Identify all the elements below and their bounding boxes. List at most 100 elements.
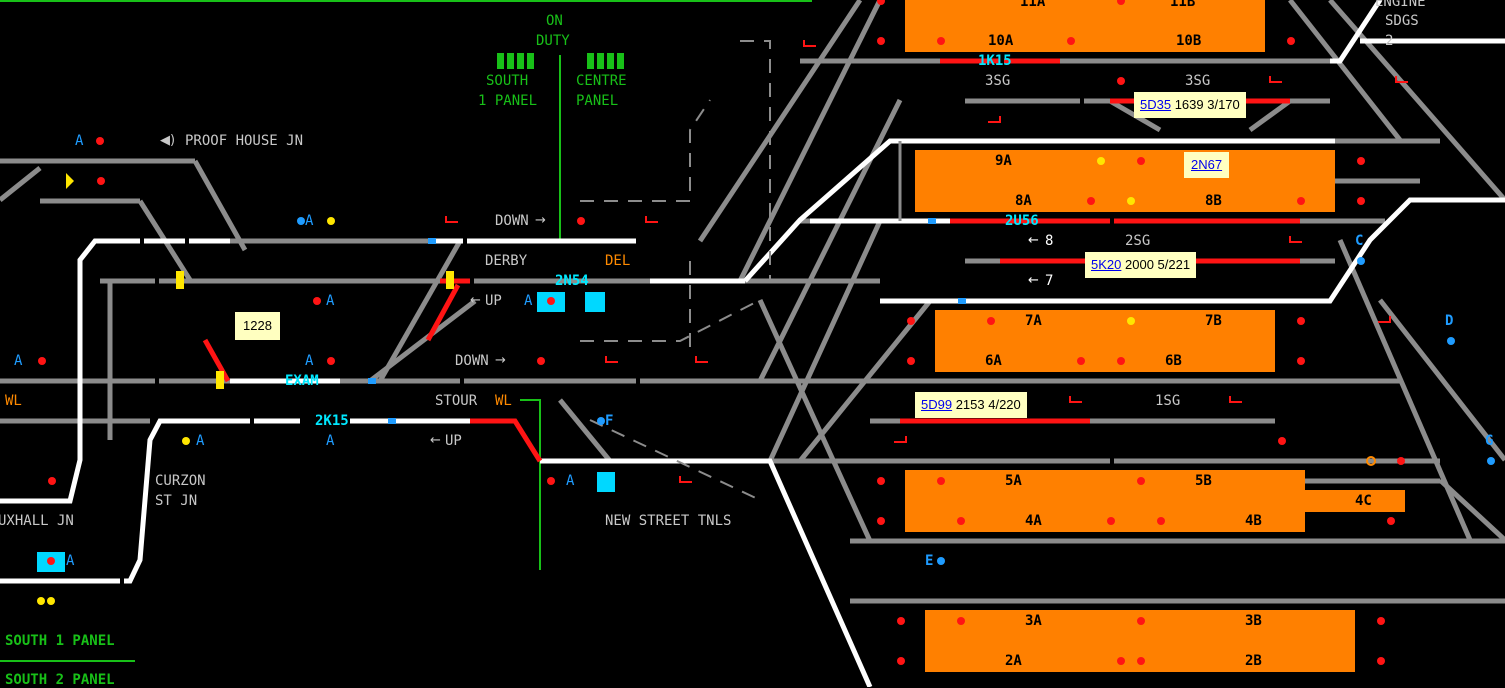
platform-label-3a: 3A <box>1025 613 1042 629</box>
train-berth-1k15[interactable]: 1K15 <box>978 53 1012 69</box>
centre-panel-line1: CENTRE <box>576 73 627 89</box>
platform-label-6b: 6B <box>1165 353 1182 369</box>
signal-a-proof-house: A <box>75 133 84 149</box>
platform-label-4a: 4A <box>1025 513 1042 529</box>
signal-f: F <box>605 413 614 429</box>
up-label-2: UP <box>445 433 462 449</box>
route-box[interactable] <box>585 292 605 312</box>
signal-e: E <box>925 553 934 569</box>
platform-11 <box>905 0 1265 12</box>
up-label-1: UP <box>485 293 502 309</box>
vauxhall-jn-label: UXHALL JN <box>0 513 74 529</box>
platform-label-8a: 8A <box>1015 193 1032 209</box>
south-1-panel-line2: 1 PANEL <box>478 93 538 109</box>
south-2-panel-link[interactable]: SOUTH 2 PANEL <box>5 672 115 688</box>
panel-boundaries <box>0 0 812 662</box>
speaker-icon: ◀) <box>160 133 176 148</box>
train-link-5d35[interactable]: 5D35 <box>1140 97 1172 112</box>
del-label: DEL <box>605 253 631 269</box>
signal-a-2k15: A <box>326 433 335 449</box>
train-berth-2u56[interactable]: 2U56 <box>1005 213 1039 229</box>
platform-label-11a: 11A <box>1020 0 1046 10</box>
train-link-2n67[interactable]: 2N67 <box>1191 157 1223 172</box>
proof-house-jn-label: PROOF HOUSE JN <box>185 133 304 149</box>
engine-sidings-count: 2 <box>1385 33 1394 49</box>
route-marker-7: 7 <box>1045 273 1054 289</box>
platform-label-7b: 7B <box>1205 313 1222 329</box>
tooltip-5k20-text: 2000 5/221 <box>1125 257 1191 272</box>
curzon-label-2: ST JN <box>155 493 198 509</box>
route-marker-8: 8 <box>1045 233 1054 249</box>
signal-a-exam: A <box>305 353 314 369</box>
platform-label-10b: 10B <box>1176 33 1202 49</box>
platform-label-4b: 4B <box>1245 513 1262 529</box>
centre-panel-line2: PANEL <box>576 93 619 109</box>
platform-label-7a: 7A <box>1025 313 1042 329</box>
train-berth-2n54[interactable]: 2N54 <box>555 273 589 289</box>
tooltip-1228: 1228 <box>235 312 280 340</box>
train-berth-exam[interactable]: EXAM <box>285 373 319 389</box>
platform-label-2b: 2B <box>1245 653 1262 669</box>
arrow-left-icon: ← <box>1028 233 1039 248</box>
platform-3-2 <box>925 610 1355 672</box>
platform-label-2a: 2A <box>1005 653 1022 669</box>
tooltip-5d99-text: 2153 4/220 <box>955 397 1021 412</box>
down-label-1: DOWN <box>495 213 529 229</box>
signal-c: C <box>1355 233 1364 249</box>
signal-a-left: A <box>14 353 23 369</box>
down-label-2: DOWN <box>455 353 489 369</box>
duty-indicator-right <box>587 53 625 69</box>
stour-label: STOUR <box>435 393 478 409</box>
tooltip-5k20: 5K20 2000 5/221 <box>1085 252 1197 278</box>
signal-g: G <box>1485 433 1494 449</box>
wl-label-left: WL <box>5 393 22 409</box>
platform-9-8 <box>915 150 1335 212</box>
signal-a-tunnel: A <box>566 473 575 489</box>
platform-label-5a: 5A <box>1005 473 1022 489</box>
platform-label-9a: 9A <box>995 153 1012 169</box>
arrow-left-icon: ← <box>1028 273 1039 288</box>
signal-a-derby: A <box>305 213 314 229</box>
new-street-tnls-label: NEW STREET TNLS <box>605 513 732 529</box>
curzon-label-1: CURZON <box>155 473 206 489</box>
signal-a-2n54: A <box>524 293 533 309</box>
route-box[interactable] <box>537 292 565 312</box>
platform-label-11b: 11B <box>1170 0 1196 10</box>
arrow-left-icon: ← <box>470 293 481 308</box>
south-1-panel-line1: SOUTH <box>486 73 529 89</box>
derby-label: DERBY <box>485 253 528 269</box>
train-link-5d99[interactable]: 5D99 <box>921 397 953 412</box>
sidings-dashed <box>580 40 771 501</box>
on-duty-label-line2: DUTY <box>536 33 570 49</box>
tooltip-1228-text: 1228 <box>243 318 272 333</box>
platform-label-6a: 6A <box>985 353 1002 369</box>
route-box[interactable] <box>37 552 65 572</box>
tooltip-2n67: 2N67 <box>1184 152 1230 178</box>
tooltip-5d99: 5D99 2153 4/220 <box>915 392 1027 418</box>
track-circuit-markers <box>368 218 966 424</box>
signal-a-curzon: A <box>196 433 205 449</box>
tooltip-5d35-text: 1639 3/170 <box>1174 97 1240 112</box>
track-joints <box>20 56 1114 586</box>
tooltip-5d35: 5D35 1639 3/170 <box>1134 92 1246 118</box>
train-berth-2k15[interactable]: 2K15 <box>315 413 349 429</box>
duty-indicator-left <box>497 53 535 69</box>
siding-3sg-a: 3SG <box>985 73 1011 89</box>
south-1-panel-link[interactable]: SOUTH 1 PANEL <box>5 633 115 649</box>
signal-a-vauxhall: A <box>66 553 75 569</box>
platform-label-10a: 10A <box>988 33 1014 49</box>
engine-sidings-line1: ENGINE <box>1375 0 1426 10</box>
arrow-left-icon: ← <box>430 433 441 448</box>
route-box[interactable] <box>597 472 615 492</box>
arrow-right-icon: → <box>535 213 546 228</box>
train-link-5k20[interactable]: 5K20 <box>1091 257 1122 272</box>
signal-d: D <box>1445 313 1454 329</box>
arrow-right-icon: → <box>495 353 506 368</box>
siding-2sg: 2SG <box>1125 233 1151 249</box>
idle-track <box>0 0 1505 604</box>
siding-3sg-b: 3SG <box>1185 73 1211 89</box>
signal-a-up: A <box>326 293 335 309</box>
platform-4c <box>1305 490 1405 512</box>
